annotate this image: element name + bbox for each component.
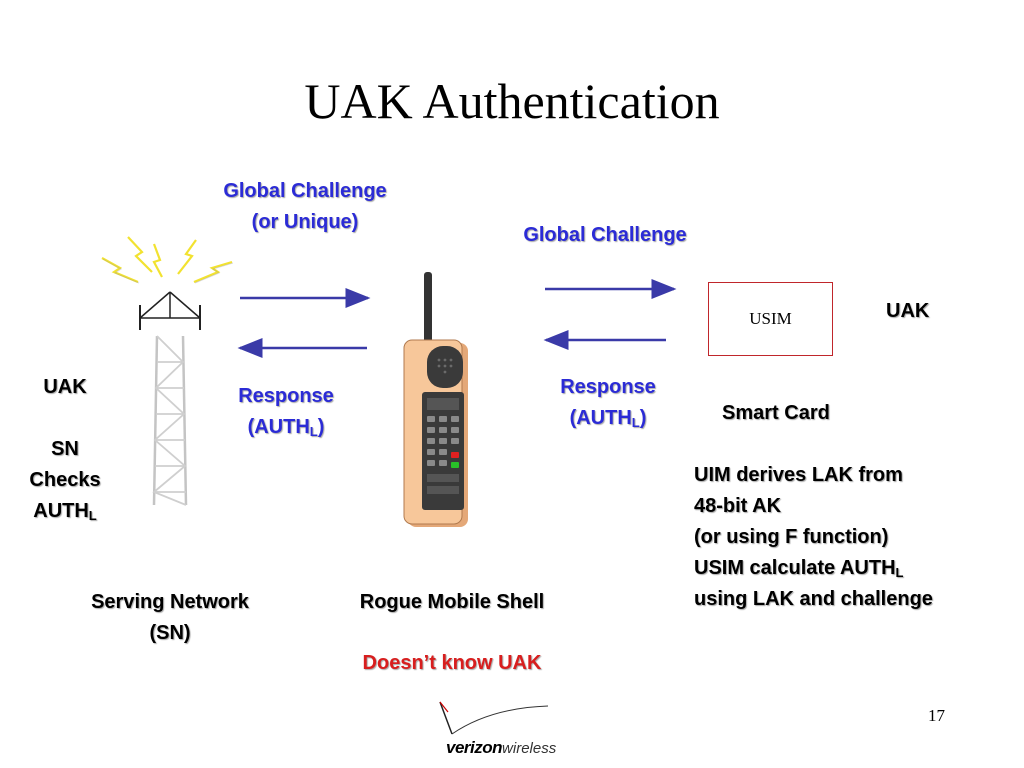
verizon-logo-mark [439, 701, 549, 735]
sn-uak-label: UAK [43, 376, 87, 398]
cell-tower-icon [139, 291, 201, 506]
rogue-mobile-caption: Rogue Mobile Shell [359, 591, 545, 613]
response-right-label: Response (AUTHL) [560, 376, 656, 430]
response-left-label: Response (AUTHL) [238, 385, 334, 439]
global-challenge-unique-label: Global Challenge (or Unique) [223, 180, 387, 233]
serving-network-caption: Serving Network (SN) [91, 591, 249, 644]
usim-description: UIM derives LAK from 48-bit AK (or using… [694, 464, 933, 610]
mobile-phone-icon [403, 272, 468, 527]
global-challenge-label: Global Challenge [523, 224, 687, 246]
verizon-logo: verizonwireless [446, 738, 557, 757]
slide-title: UAK Authentication [304, 73, 720, 129]
usim-uak-label: UAK [886, 300, 930, 322]
usim-box: USIM [708, 282, 833, 356]
page-number: 17 [928, 706, 945, 725]
doesnt-know-uak-warning: Doesn’t know UAK [362, 652, 542, 674]
lightning-icon [101, 236, 233, 284]
sn-checks-label: SN Checks AUTHL [29, 438, 101, 523]
smart-card-label: Smart Card [722, 402, 830, 424]
